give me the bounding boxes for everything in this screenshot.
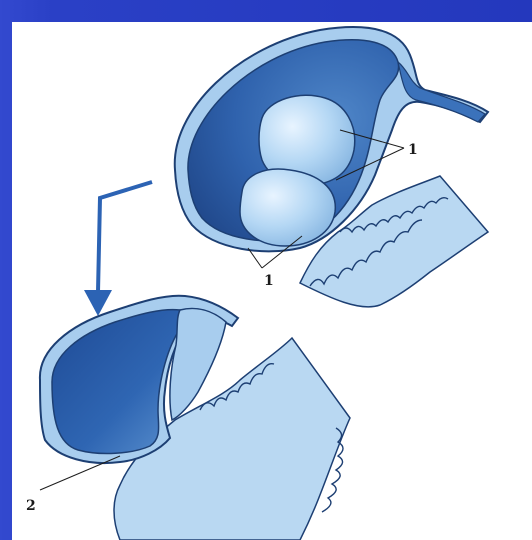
arrow-shaft: [98, 182, 152, 292]
diagram-panel: 1 1: [12, 22, 532, 540]
label-1-right: 1: [408, 142, 418, 158]
transition-arrow: [84, 182, 152, 316]
lower-sac-group: 2: [26, 296, 350, 540]
label-1-bottom: 1: [264, 273, 274, 289]
label-2: 2: [26, 498, 36, 514]
upper-mass-bottom: [240, 169, 335, 246]
diagram-svg: 1 1: [12, 22, 532, 540]
